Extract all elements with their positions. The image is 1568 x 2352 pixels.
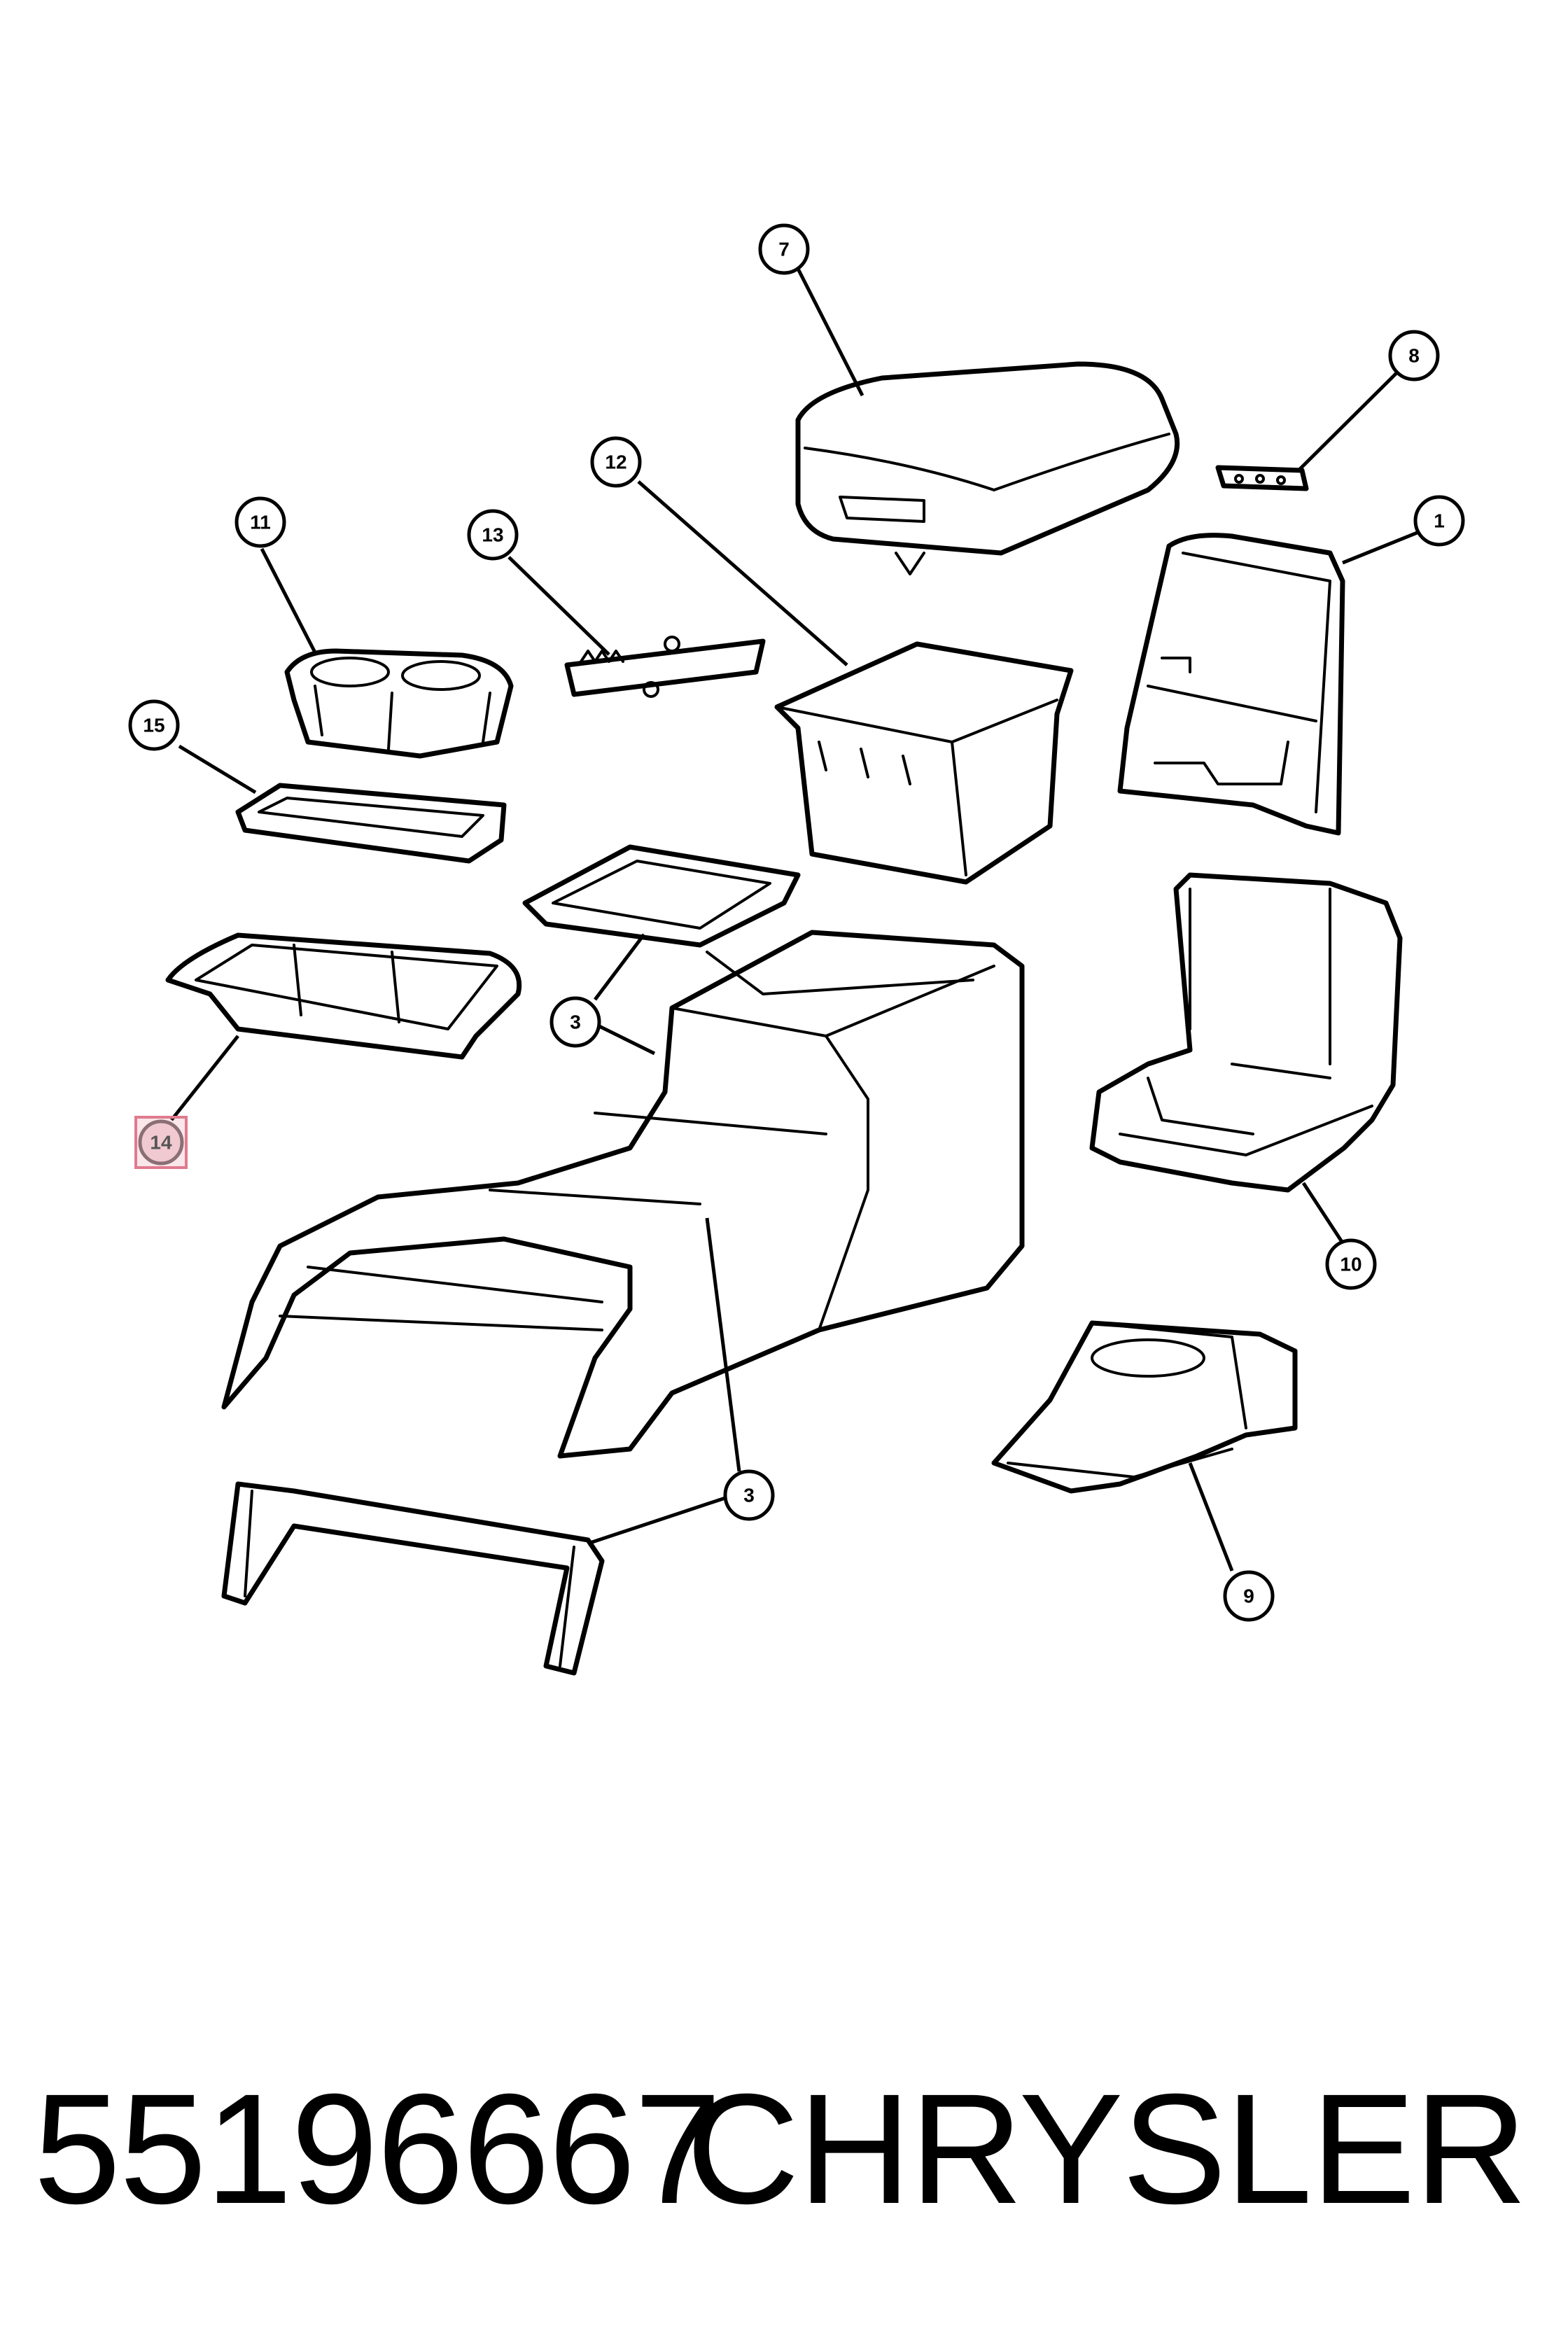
footer: 55196667 CHRYSLER [0,2051,1568,2247]
part-rear-panel [1117,533,1345,836]
brand-name: CHRYSLER [686,2062,1527,2236]
part-storage-bin [774,641,1074,885]
callout-1-label: 1 [1434,510,1445,532]
callout-7: 7 [758,223,810,275]
part-armrest-lid [795,361,1180,575]
callout-11: 11 [234,496,286,548]
callout-10-label: 10 [1340,1254,1362,1275]
callout-7-label: 7 [778,239,790,260]
part-trim-strip [221,1481,605,1676]
callout-13-label: 13 [482,524,503,546]
callout-8-label: 8 [1408,345,1420,367]
callout-3-upper: 3 [550,996,601,1048]
callout-3-lower: 3 [723,1469,775,1521]
callout-11-label: 11 [250,512,271,533]
part-liner-bin [165,932,522,1060]
callout-12-label: 12 [605,451,626,473]
callout-3-lower-label: 3 [743,1485,755,1506]
part-latch-plate [1215,465,1309,491]
callout-13: 13 [467,509,519,561]
callout-8: 8 [1388,330,1440,382]
part-base-bracket [1089,872,1403,1193]
exploded-parts-diagram: 7 8 1 11 13 12 15 3 14 10 3 9 [128,223,1465,1676]
callout-9: 9 [1223,1570,1275,1622]
callout-3-upper-label: 3 [570,1011,581,1033]
part-tray [235,783,507,864]
callout-1: 1 [1413,495,1465,547]
leader-lines [170,267,1423,1572]
part-floor-console [221,930,1025,1459]
callout-15: 15 [128,699,180,751]
part-cup-insert [991,1320,1298,1494]
callout-14-label: 14 [150,1132,172,1154]
callout-14: 14 [134,1116,188,1169]
callout-12: 12 [590,436,642,488]
part-bezel-frame [522,844,801,948]
callout-15-label: 15 [143,715,164,736]
part-number: 55196667 [34,2062,722,2236]
part-mat [564,636,766,698]
part-cup-holder [284,648,514,759]
callout-9-label: 9 [1243,1586,1254,1607]
callout-10: 10 [1325,1238,1377,1290]
